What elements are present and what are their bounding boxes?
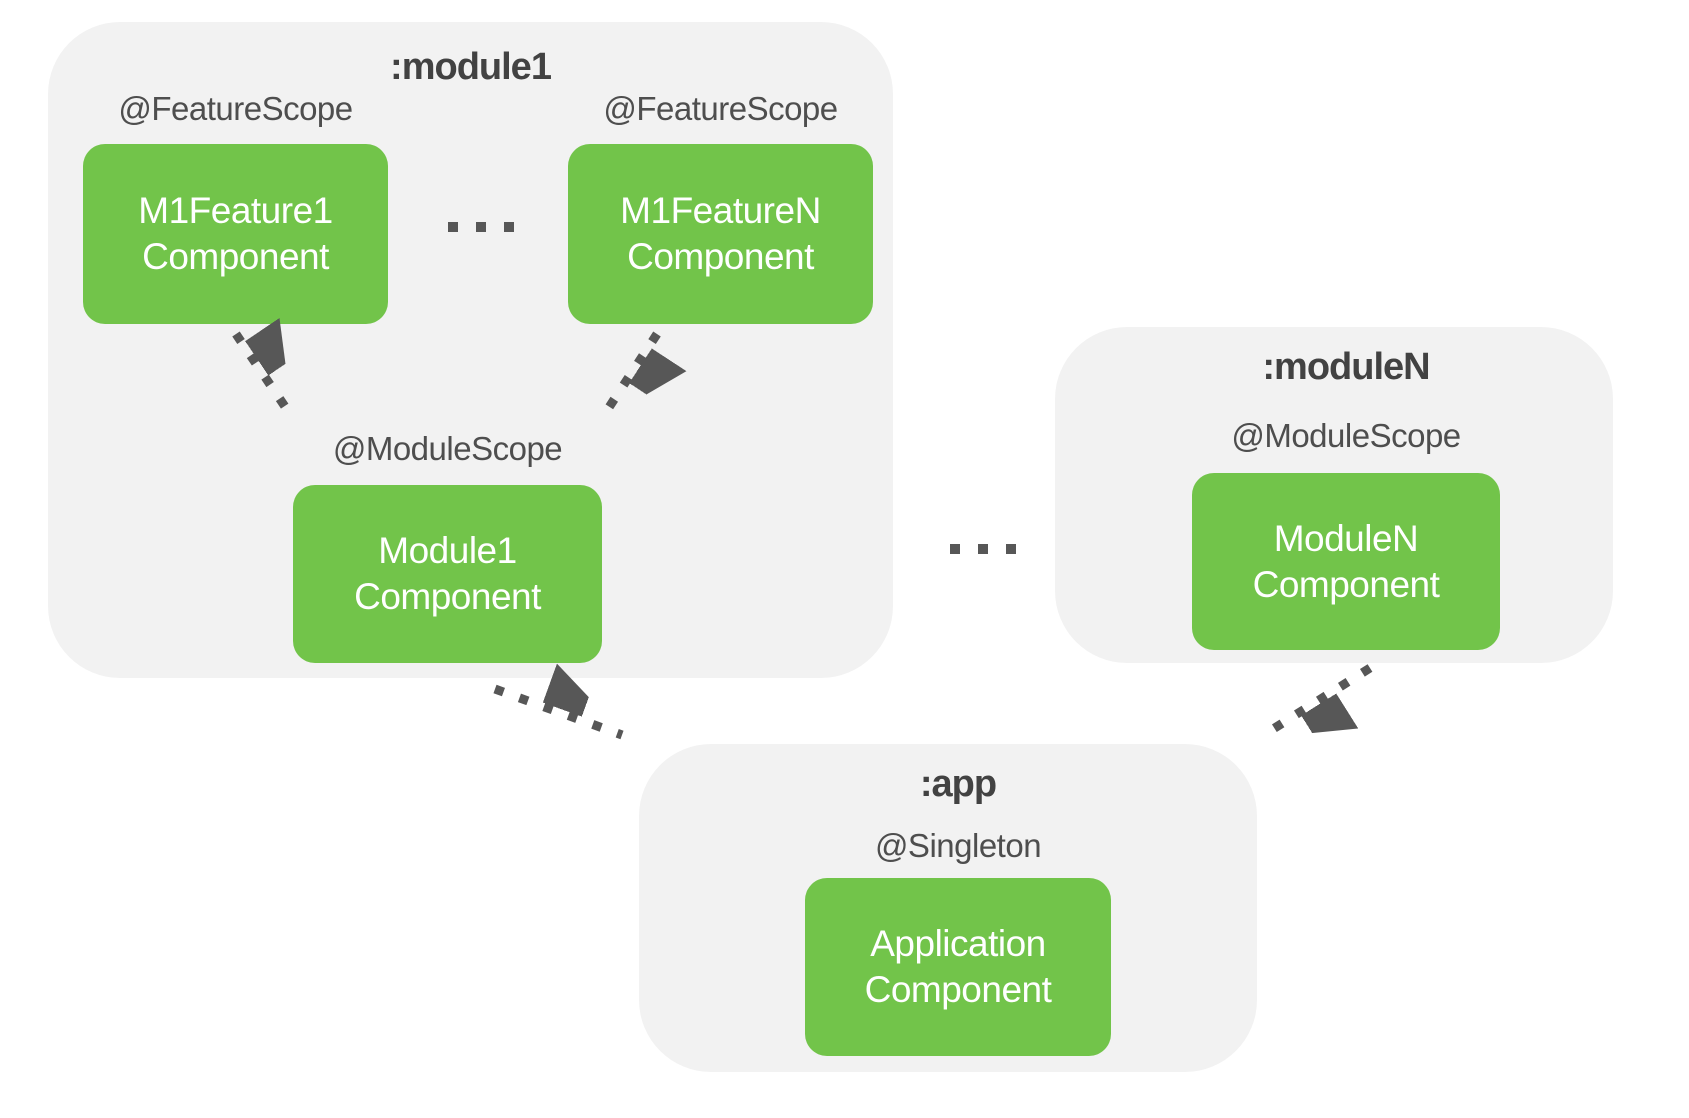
arrow-module1-to-app [493,689,624,740]
ellipsis-dot [1006,544,1016,554]
m1feature1-component-label-line2: Component [142,236,329,277]
moduleN-component-label-line1: ModuleN [1273,517,1419,559]
module1-component-box: Module1 Component [293,485,602,663]
moduleN-container: :moduleN @ModuleScope ModuleN Component [1055,327,1613,663]
application-component-label-line1: Application [870,923,1046,964]
moduleN-component-label-line2: Component [1252,563,1440,605]
m1featureN-component-box: M1FeatureN Component [568,144,873,324]
module1-feature1-scope-label: @FeatureScope [118,90,353,127]
module1-title: :module1 [390,46,552,88]
app-container: :app @Singleton Application Component [639,744,1257,1072]
m1featureN-component-label-line1: M1FeatureN [620,190,821,231]
module1-featureN-scope-label: @FeatureScope [603,90,838,127]
arrow-moduleN-to-app [1259,664,1373,740]
application-component-box: Application Component [805,878,1111,1056]
app-singleton-scope-label: @Singleton [874,827,1042,864]
ellipsis-dot [448,222,458,232]
application-component-label-line2: Component [864,969,1052,1010]
app-title: :app [919,763,997,805]
module1-container: :module1 @FeatureScope @FeatureScope M1F… [48,22,893,678]
ellipsis-dot [978,544,988,554]
modules-ellipsis [950,544,1016,554]
module1-component-label-line2: Component [354,576,541,617]
ellipsis-dot [476,222,486,232]
m1feature1-component-box: M1Feature1 Component [83,144,388,324]
m1featureN-component-label-line2: Component [627,236,814,277]
ellipsis-dot [950,544,960,554]
moduleN-title: :moduleN [1262,346,1430,388]
module1-module-scope-label: @ModuleScope [332,430,563,467]
module1-component-label-line1: Module1 [378,530,517,571]
moduleN-component-box: ModuleN Component [1192,473,1500,650]
features-ellipsis [448,222,514,232]
m1feature1-component-label-line1: M1Feature1 [138,190,333,231]
moduleN-module-scope-label: @ModuleScope [1231,417,1461,454]
ellipsis-dot [504,222,514,232]
